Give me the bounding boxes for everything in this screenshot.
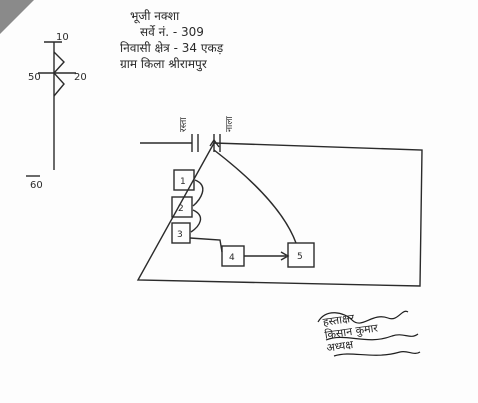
- road-right-label: नाला: [225, 116, 235, 132]
- plan-box-3: [171, 222, 191, 244]
- arrow-head-5: [280, 251, 290, 261]
- signature-scribble: [317, 310, 421, 357]
- page-fold-corner: [0, 0, 34, 34]
- plan-box-1: [173, 169, 195, 191]
- note-line-area: निवासी क्षेत्र - 34 एकड़: [120, 41, 224, 55]
- connector-1-2: [192, 179, 204, 207]
- handwritten-notes: भूजी नक्शा सर्वे नं. - 309 निवासी क्षेत्…: [60, 8, 360, 72]
- connector-road-5: [213, 149, 297, 244]
- scale-zigzag: [53, 51, 65, 97]
- plan-box-4-label: 4: [229, 253, 235, 263]
- plan-box-5-label: 5: [297, 252, 303, 262]
- scale-label-bottom: 60: [30, 180, 43, 191]
- plan-box-2-label: 2: [178, 204, 184, 214]
- scale-label-right: 20: [74, 72, 87, 83]
- note-line-village: ग्राम किला श्रीरामपुर: [120, 57, 207, 71]
- connector-3-4: [189, 237, 223, 253]
- scale-label-top: 10: [56, 32, 69, 43]
- connector-2-3: [190, 209, 202, 233]
- plan-box-3-label: 3: [177, 230, 183, 240]
- signature-stroke-2: [325, 333, 419, 341]
- signature-stroke-3: [333, 350, 421, 357]
- plan-box-2: [171, 196, 193, 218]
- scale-sketch: [26, 41, 76, 177]
- plot-plan: [136, 134, 423, 287]
- signature-stroke-1: [317, 310, 409, 324]
- scale-label-left: 50: [28, 72, 41, 83]
- note-line-survey: सर्वे नं. - 309: [140, 25, 204, 39]
- plan-box-1-label: 1: [180, 177, 186, 187]
- arrow-head-road: [209, 138, 220, 148]
- plot-boundary: [136, 142, 423, 287]
- plan-box-5: [287, 242, 315, 268]
- note-title: भूजी नक्शा: [130, 9, 180, 23]
- road-left-label: रस्ता: [179, 117, 189, 132]
